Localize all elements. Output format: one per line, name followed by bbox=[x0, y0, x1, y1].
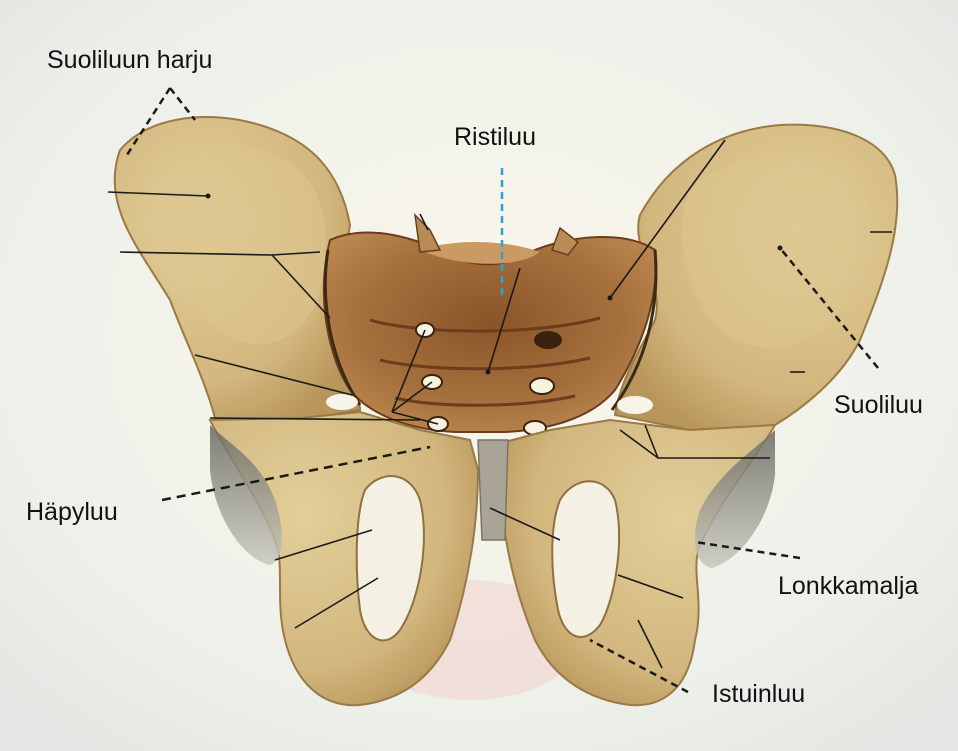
label-acetabulum: Lonkkamalja bbox=[778, 574, 918, 599]
pointer-dot bbox=[486, 370, 491, 375]
pointer-dot bbox=[778, 246, 783, 251]
pubic-symphysis bbox=[478, 440, 508, 540]
sacral-foramen bbox=[534, 331, 562, 349]
label-sacrum: Ristiluu bbox=[454, 125, 536, 150]
left-sciatic-notch bbox=[326, 394, 358, 410]
label-ischium: Istuinluu bbox=[712, 682, 805, 707]
label-pubis: Häpyluu bbox=[26, 500, 118, 525]
sacral-foramen bbox=[530, 378, 554, 394]
pointer-dot bbox=[608, 296, 613, 301]
right-sciatic-notch bbox=[617, 396, 653, 414]
pointer-dot bbox=[206, 194, 211, 199]
label-iliac-crest: Suoliluun harju bbox=[47, 48, 212, 73]
label-ilium: Suoliluu bbox=[834, 393, 923, 418]
